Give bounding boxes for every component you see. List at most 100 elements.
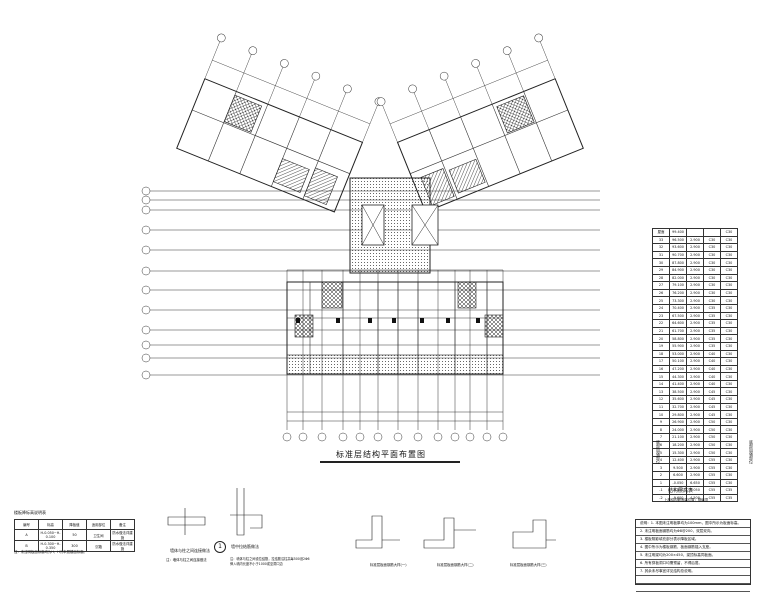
floor-cell: 2.900 xyxy=(686,395,704,404)
floor-cell: 2.900 xyxy=(686,364,704,374)
floor-cell: C30 xyxy=(703,296,721,305)
floor-cell: C30 xyxy=(720,471,738,480)
floor-cell: 87.800 xyxy=(669,258,687,267)
floor-cell: 2.900 xyxy=(686,455,704,465)
floor-cell: 28 xyxy=(652,273,670,283)
legend-cell: A xyxy=(14,529,39,541)
floor-cell: 2.900 xyxy=(686,425,704,435)
floor-cell: 2.900 xyxy=(686,349,704,359)
detail-2-note-2: 伸入墙内长度不小于1000或至洞口边 xyxy=(230,562,283,566)
note-line xyxy=(636,584,750,592)
detail-4-sketch xyxy=(423,517,476,549)
floor-cell: C55 xyxy=(703,455,721,465)
floor-cell: 2.900 xyxy=(686,311,704,321)
axis-bubble xyxy=(141,305,151,315)
floor-cell: 41.400 xyxy=(669,379,687,389)
floor-cell: 2.900 xyxy=(686,357,704,366)
floor-cell: C45 xyxy=(703,410,721,419)
legend-cell: H-0.050~H-0.100 xyxy=(38,529,63,541)
floor-cell: 76.200 xyxy=(669,288,687,298)
floor-cell: 82.000 xyxy=(669,273,687,283)
floor-cell: C30 xyxy=(720,319,738,328)
floor-cell: C30 xyxy=(720,311,738,321)
table-right-label: 底部加强部位 xyxy=(749,440,754,464)
floor-cell: 2.900 xyxy=(686,235,704,245)
detail-1-note: 注：墙体与柱之间连接做法 xyxy=(166,558,207,562)
floor-cell: 47.200 xyxy=(669,364,687,374)
axis-bubble xyxy=(471,59,480,68)
floor-cell: 20 xyxy=(652,334,670,343)
floor-cell: C30 xyxy=(720,364,738,374)
axis-bubble xyxy=(450,432,460,442)
wing-outline xyxy=(176,78,364,213)
axis-bubble xyxy=(141,285,151,295)
floor-cell: 22 xyxy=(652,319,670,328)
axis-bubble xyxy=(534,33,543,43)
floor-cell: C30 xyxy=(720,357,738,366)
wing-grid xyxy=(410,109,568,174)
table-caption: 结构层高表 xyxy=(668,488,694,494)
detail-2-sketch xyxy=(230,488,263,536)
floor-cell: C30 xyxy=(720,341,738,351)
floor-cell: C30 xyxy=(720,455,738,465)
floor-cell: 27 xyxy=(652,281,670,290)
table-subcaption: 上部结构嵌固端位置：基础顶 xyxy=(664,498,709,502)
floor-cell: 2.900 xyxy=(686,288,704,298)
note-line: 说明：1. 本图未注明板厚均为100mm，图中所示为板面标高。 xyxy=(636,520,750,528)
floor-cell: C30 xyxy=(720,258,738,267)
column xyxy=(392,318,396,323)
floor-cell: C35 xyxy=(703,334,721,343)
wing-grid xyxy=(428,129,458,200)
floor-cell: 2.900 xyxy=(686,433,704,442)
floor-cell: 29.800 xyxy=(669,410,687,419)
bottom-block-plan xyxy=(286,281,504,375)
floor-cell: 16 xyxy=(652,364,670,374)
floor-cell: C35 xyxy=(703,341,721,351)
floor-cell: C40 xyxy=(703,349,721,359)
axis-bubble xyxy=(373,432,383,442)
slab-hatch xyxy=(321,281,343,309)
axis-bubble xyxy=(502,46,512,55)
axis-bubble xyxy=(408,84,417,94)
floor-cell xyxy=(686,228,704,237)
floor-cell: 6.600 xyxy=(669,471,687,480)
floor-cell: 99.400 xyxy=(669,228,687,237)
axis-bubble xyxy=(355,432,365,442)
floor-cell: C30 xyxy=(703,250,721,260)
floor-cell: C45 xyxy=(703,402,721,412)
floor-cell: 26 xyxy=(652,288,670,298)
detail-3-sketch xyxy=(355,515,400,549)
floor-cell: C30 xyxy=(720,433,738,442)
floor-cell: 44.300 xyxy=(669,372,687,381)
corridor-band xyxy=(286,354,504,375)
note-line: 2. 未注明板面钢筋均为Φ8@200，双层双向。 xyxy=(636,528,750,536)
floor-cell: 84.900 xyxy=(669,265,687,275)
legend-header: 标高 xyxy=(38,519,63,530)
wing-grid xyxy=(491,104,521,174)
wing-outline xyxy=(396,78,584,213)
floor-cell: 64.600 xyxy=(669,319,687,328)
floor-cell: 90.700 xyxy=(669,250,687,260)
floor-cell: 30 xyxy=(652,258,670,267)
floor-cell: C50 xyxy=(703,440,721,450)
wing-grid xyxy=(192,109,350,174)
axis-bubble xyxy=(141,205,151,215)
floor-cell: C30 xyxy=(720,425,738,435)
slab-hatch xyxy=(272,158,310,193)
floor-cell: 2.900 xyxy=(686,334,704,343)
floor-cell: C55 xyxy=(703,486,721,495)
axis-bubble xyxy=(282,432,292,442)
legend-header: 编号 xyxy=(14,519,39,530)
floor-cell: 10 xyxy=(652,410,670,419)
slab-hatch xyxy=(448,158,486,194)
